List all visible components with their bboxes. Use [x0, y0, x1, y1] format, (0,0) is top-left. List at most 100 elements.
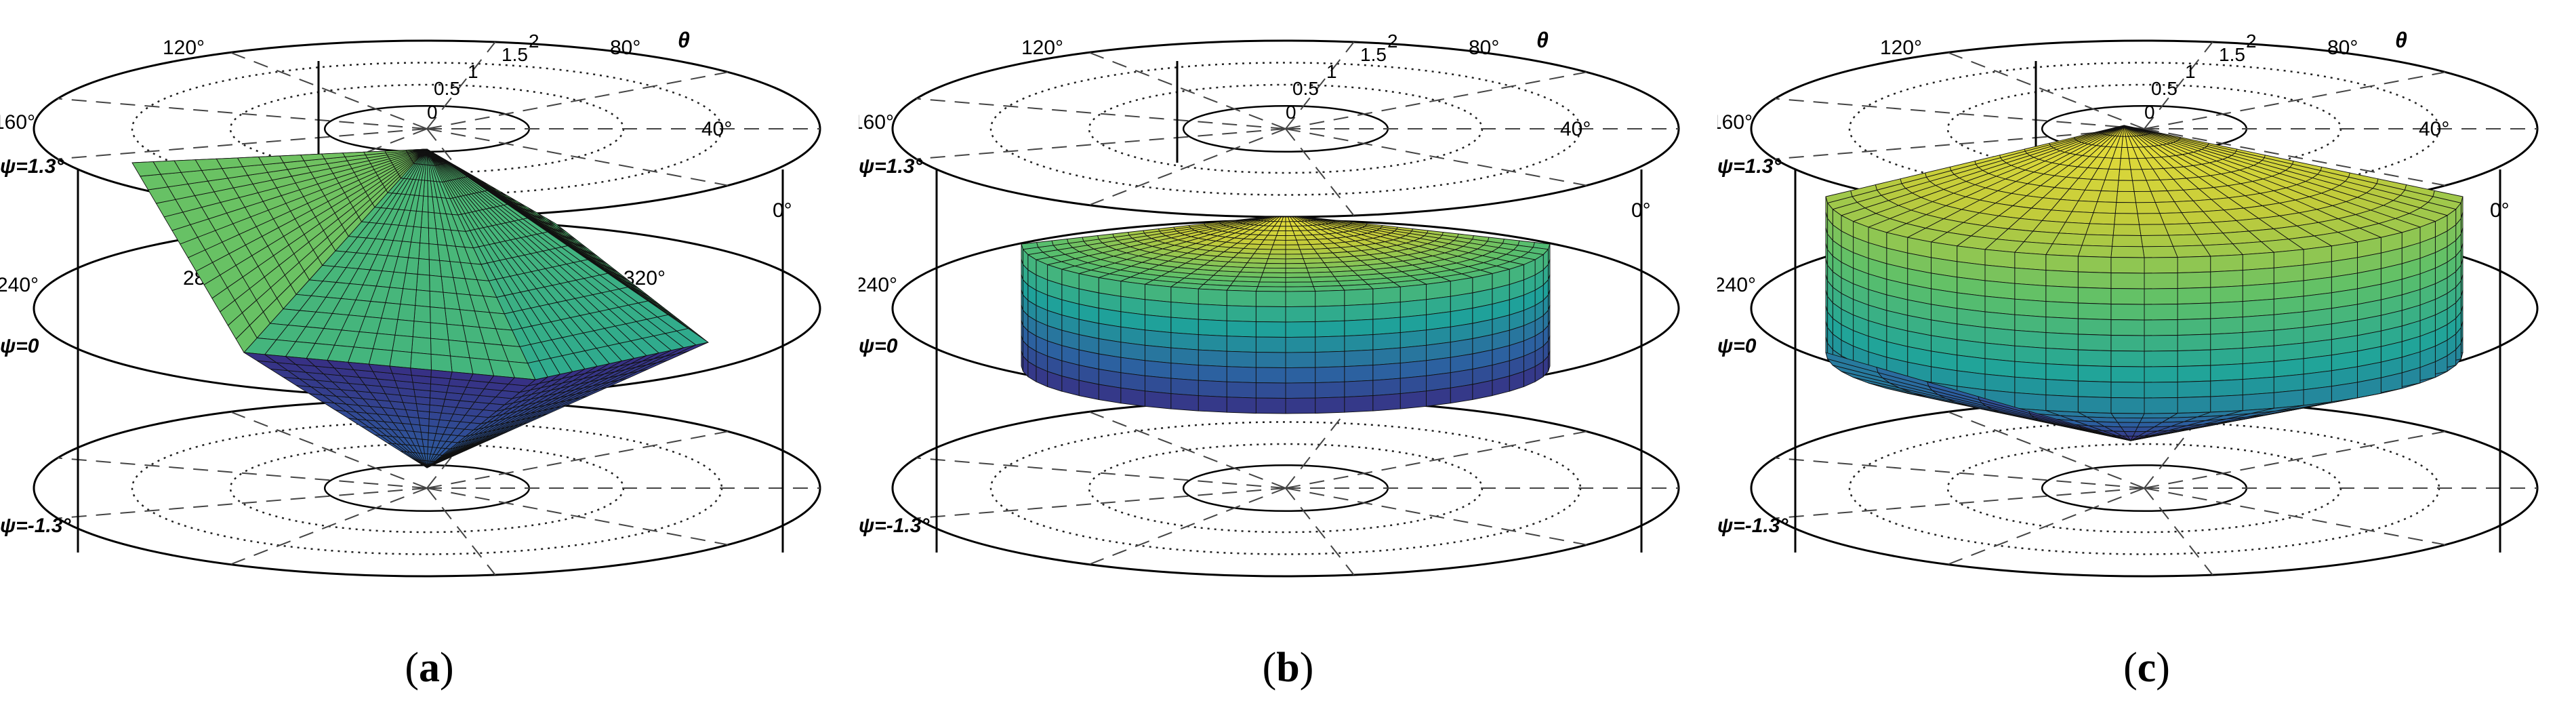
surface-patch — [1285, 235, 1297, 241]
surface-patch — [2077, 256, 2112, 273]
surface-patch — [2177, 287, 2211, 304]
psi-level-label: ψ=1.3° — [859, 155, 923, 178]
angle-spoke — [2144, 71, 2446, 129]
panel-a: 120°80°40°0°160°200°240°280°320°00.511.5… — [0, 0, 859, 722]
surface-patch — [1170, 286, 1199, 305]
surface-patch — [1255, 336, 1286, 353]
surface-patch — [2242, 267, 2274, 287]
panel-c: 120°80°40°0°160°200°240°280°320°00.511.5… — [1717, 0, 2576, 722]
angle-label: 160° — [859, 111, 894, 134]
angle-label: 0° — [1631, 199, 1651, 222]
surface-patch — [1285, 286, 1316, 292]
surface-patch — [1372, 317, 1401, 336]
surface-patch — [2114, 202, 2138, 214]
surface-patch — [2144, 350, 2178, 367]
surface-patch — [1285, 321, 1316, 338]
surface-patch — [1399, 360, 1427, 379]
surface-patch — [2077, 365, 2112, 382]
surface-patch — [410, 367, 432, 378]
surface-patch — [676, 342, 709, 355]
radial-label: 1 — [1326, 61, 1337, 82]
surface-patch — [1344, 288, 1374, 306]
angle-spoke — [916, 487, 1286, 519]
caption-letter-c: c — [2137, 645, 2156, 691]
surface-patch — [2085, 223, 2115, 236]
surface-patch — [2144, 273, 2178, 289]
surface-patch — [1255, 291, 1286, 307]
surface-patch — [1344, 349, 1374, 367]
angle-spoke — [916, 457, 1286, 489]
surface-patch — [2077, 287, 2112, 304]
surface-patch — [2138, 224, 2169, 236]
surface-patch — [1399, 375, 1427, 395]
surface-patch — [1399, 299, 1427, 318]
surface-patch — [2242, 252, 2274, 271]
radial-label: 0.5 — [2151, 78, 2178, 99]
angle-label: 0° — [773, 199, 792, 222]
surface-patch — [1145, 283, 1172, 303]
surface-patch — [1285, 258, 1306, 264]
surface-patch — [1170, 378, 1199, 397]
surface-patch — [1198, 319, 1227, 337]
surface-patch — [2210, 285, 2243, 304]
surface-patch — [2113, 417, 2143, 423]
surface-patch — [412, 321, 431, 339]
surface-patch — [1255, 397, 1286, 414]
surface-patch — [2242, 283, 2274, 302]
theta-axis-label: θ — [2395, 28, 2407, 52]
angle-spoke — [1285, 401, 1355, 489]
surface-patch — [2112, 224, 2142, 236]
angle-label: 40° — [1560, 118, 1591, 140]
surface-patch — [2177, 334, 2211, 351]
surface-patch — [1372, 286, 1401, 305]
surface-patch — [1315, 397, 1345, 414]
psi-level-label: ψ=0 — [1717, 335, 1757, 357]
surface-patch — [1372, 302, 1401, 320]
surface-patch — [2077, 380, 2112, 398]
surface-patch — [428, 259, 442, 277]
surface-patch — [1261, 272, 1286, 278]
surface-patch — [2177, 365, 2211, 382]
angle-spoke — [2144, 41, 2213, 129]
surface-patch — [2210, 317, 2243, 335]
surface-patch — [1285, 397, 1316, 414]
angle-spoke — [1774, 457, 2145, 489]
surface-patch — [2177, 349, 2211, 367]
surface-patch — [1344, 334, 1374, 352]
surface-patch — [2110, 413, 2145, 419]
surface-patch — [1285, 267, 1309, 273]
surface-patch — [430, 322, 449, 341]
surface-patch — [394, 319, 415, 338]
surface-patch — [1170, 332, 1199, 350]
surface-patch — [2045, 317, 2079, 335]
surface-patch — [1226, 350, 1256, 368]
surface-patch — [1198, 395, 1227, 413]
surface-patch — [2118, 169, 2133, 181]
radial-label: 1 — [2185, 61, 2196, 82]
surface-patch — [2177, 271, 2211, 289]
surface-patch — [2144, 397, 2178, 414]
surface-patch — [430, 353, 453, 373]
surface-patch — [2242, 298, 2274, 318]
surface-patch — [1145, 360, 1172, 379]
surface-patch — [2089, 212, 2116, 225]
surface-patch — [2144, 319, 2178, 336]
surface-patch — [1285, 230, 1296, 236]
angle-spoke — [1088, 411, 1286, 489]
surface-patch — [1198, 365, 1227, 382]
surface-patch — [1285, 244, 1301, 250]
angle-spoke — [426, 430, 729, 489]
angle-label: 120° — [1021, 37, 1063, 59]
theta-axis-label: θ — [678, 28, 690, 52]
surface-patch — [2114, 213, 2140, 225]
surface-patch — [413, 305, 431, 323]
surface-patch — [2242, 392, 2274, 412]
surface-patch — [428, 243, 441, 261]
surface-patch — [2045, 363, 2079, 382]
surface-patch — [2045, 332, 2079, 350]
surface-patch — [1120, 387, 1145, 407]
surface-patch — [2077, 271, 2112, 289]
surface-patch — [2119, 158, 2131, 170]
surface-patch — [2014, 252, 2047, 271]
